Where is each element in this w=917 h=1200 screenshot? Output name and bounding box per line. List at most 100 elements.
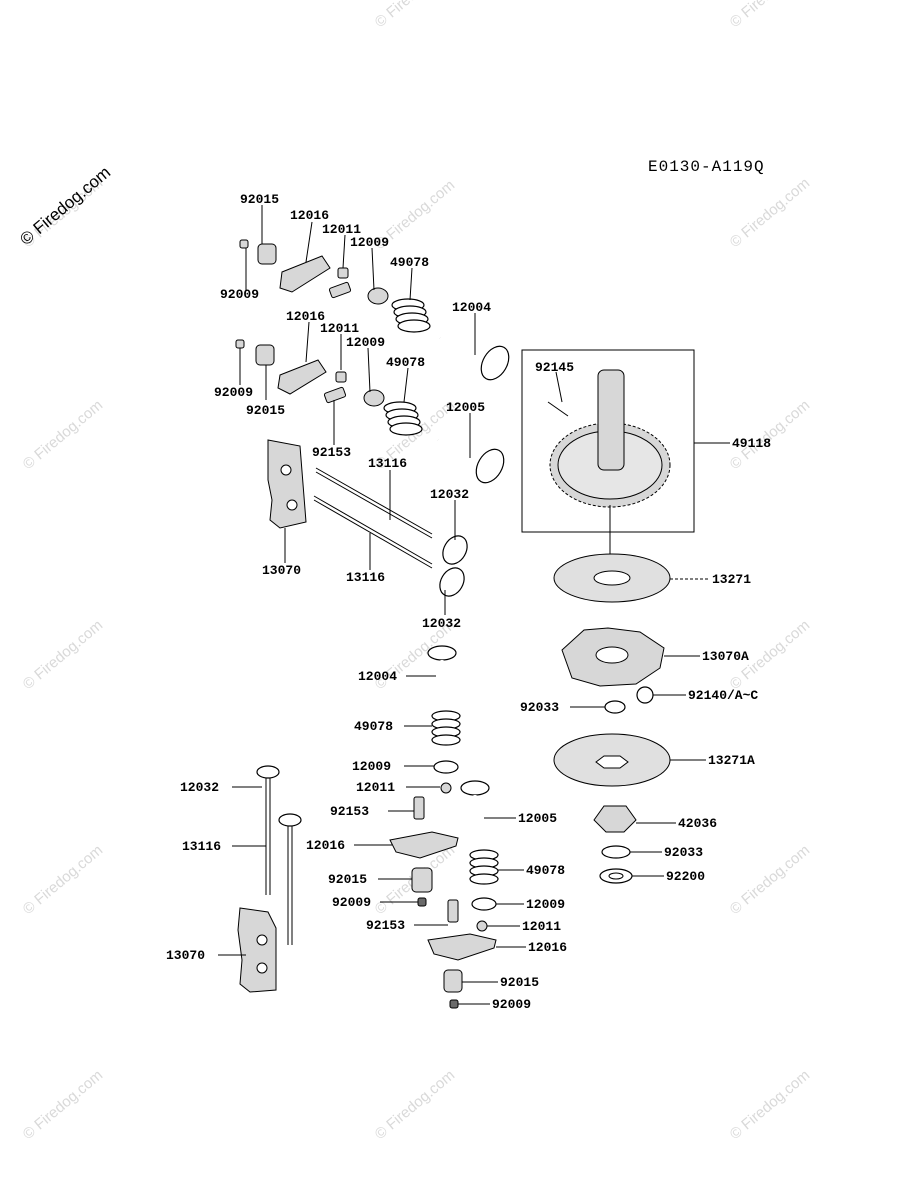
label-92015-a: 92015: [240, 192, 279, 207]
label-42036: 42036: [678, 816, 717, 831]
watermark-15: © Firedog.com: [727, 1067, 813, 1143]
spring-92145: [547, 401, 569, 417]
label-92140: 92140/A~C: [688, 688, 758, 703]
label-12016-d: 12016: [528, 940, 567, 955]
label-92200: 92200: [666, 869, 705, 884]
ball-92140: [636, 686, 654, 704]
label-12011-a: 12011: [322, 222, 361, 237]
leader-lines: [218, 205, 730, 1005]
label-12011-c: 12011: [356, 780, 395, 795]
camshaft: [597, 369, 625, 471]
label-92009-c: 92009: [332, 895, 371, 910]
watermark-6: © Firedog.com: [727, 397, 813, 473]
spring-49078-d: [469, 849, 499, 885]
watermark-17: © Firedog.com: [727, 0, 813, 31]
spring-49078-a: [391, 298, 431, 333]
label-12004-a: 12004: [452, 300, 491, 315]
nut-92009-a: [239, 239, 249, 249]
pushrod-13116-b: [313, 495, 433, 565]
label-12011-b: 12011: [320, 321, 359, 336]
watermark-16: © Firedog.com: [372, 0, 458, 31]
label-92015-b: 92015: [246, 403, 285, 418]
pivot-12011-a: [337, 267, 349, 279]
part-labels: 92015 12016 12011 12009 49078 92009 1200…: [166, 192, 771, 1012]
label-13070A: 13070A: [702, 649, 749, 664]
governor-stack: [553, 553, 671, 884]
tappet-12032-b: [439, 567, 465, 597]
label-12005-a: 12005: [446, 400, 485, 415]
pushrod-13116-a: [315, 467, 433, 535]
pushrod-assembly-lower: [237, 765, 302, 993]
label-12032-b: 12032: [422, 616, 461, 631]
nut-92009-c: [417, 897, 427, 907]
spring-49078-c: [431, 710, 461, 746]
rocker-arm-12016-c: [389, 831, 459, 859]
rocker-assembly-second: [235, 339, 505, 484]
retainer-12009-a: [367, 287, 389, 305]
adjuster-92015-c: [411, 867, 433, 893]
label-13271A: 13271A: [708, 753, 755, 768]
label-13116-a: 13116: [368, 456, 407, 471]
label-12009-b: 12009: [346, 335, 385, 350]
stud-92153-c: [413, 796, 425, 820]
label-49078-c: 49078: [354, 719, 393, 734]
watermark-10: © Firedog.com: [20, 842, 106, 918]
label-92033-b: 92033: [664, 845, 703, 860]
label-92153-c: 92153: [330, 804, 369, 819]
label-13271: 13271: [712, 572, 751, 587]
tappet-12032-a: [442, 535, 468, 565]
nut-92009-b: [235, 339, 245, 349]
label-12032-c: 12032: [180, 780, 219, 795]
label-12009-a: 12009: [350, 235, 389, 250]
label-49078-b: 49078: [386, 355, 425, 370]
valve-head-12004-b: [427, 645, 457, 661]
spring-49078-b: [383, 401, 423, 436]
pivot-12011-c: [440, 782, 452, 794]
label-92153-a: 92153: [312, 445, 351, 460]
watermark-14: © Firedog.com: [372, 1067, 458, 1143]
camshaft-assembly: [521, 349, 695, 570]
label-12009-c: 12009: [352, 759, 391, 774]
watermark-13: © Firedog.com: [20, 1067, 106, 1143]
retainer-12009-c: [433, 760, 459, 774]
stud-92153-d: [447, 899, 459, 923]
rocker-arm-12016-a: [279, 255, 331, 293]
label-13070-a: 13070: [262, 563, 301, 578]
label-12032-a: 12032: [430, 487, 469, 502]
retainer-12009-d: [471, 897, 497, 911]
rocker-arm-12016-d: [427, 933, 497, 961]
label-12004-c: 12004: [358, 669, 397, 684]
label-12009-d: 12009: [526, 897, 565, 912]
label-92009-b: 92009: [214, 385, 253, 400]
retainer-12009-b: [363, 389, 385, 407]
label-12016-a: 12016: [290, 208, 329, 223]
label-13116-c: 13116: [182, 839, 221, 854]
clip-92033-b: [601, 845, 631, 859]
pivot-12011-b: [335, 371, 347, 383]
label-49078-a: 49078: [390, 255, 429, 270]
watermark-main: © Firedog.com: [16, 163, 114, 249]
camshaft-box: [521, 349, 695, 533]
label-92009-a: 92009: [220, 287, 259, 302]
label-92015-d: 92015: [500, 975, 539, 990]
exhaust-valve-12004-a: [439, 336, 510, 381]
watermark-4: © Firedog.com: [20, 397, 106, 473]
tappet-12032-c: [256, 765, 280, 779]
label-92033-a: 92033: [520, 700, 559, 715]
pushrod-assembly-upper: [267, 439, 468, 597]
label-49118: 49118: [732, 436, 771, 451]
rocker-assembly-upper: [239, 239, 510, 381]
label-12016-c: 12016: [306, 838, 345, 853]
sleeve-42036: [593, 805, 637, 833]
diagram-code: E0130-A119Q: [648, 158, 765, 176]
watermark-7: © Firedog.com: [20, 617, 106, 693]
valve-head-12005-b: [460, 780, 490, 796]
watermark-12: © Firedog.com: [727, 842, 813, 918]
stud-92153-a: [328, 281, 352, 299]
label-12011-d: 12011: [522, 919, 561, 934]
label-12005-d: 12005: [518, 811, 557, 826]
label-12016-b: 12016: [286, 309, 325, 324]
intake-valve-12005-a: [437, 438, 505, 484]
label-92145: 92145: [535, 360, 574, 375]
